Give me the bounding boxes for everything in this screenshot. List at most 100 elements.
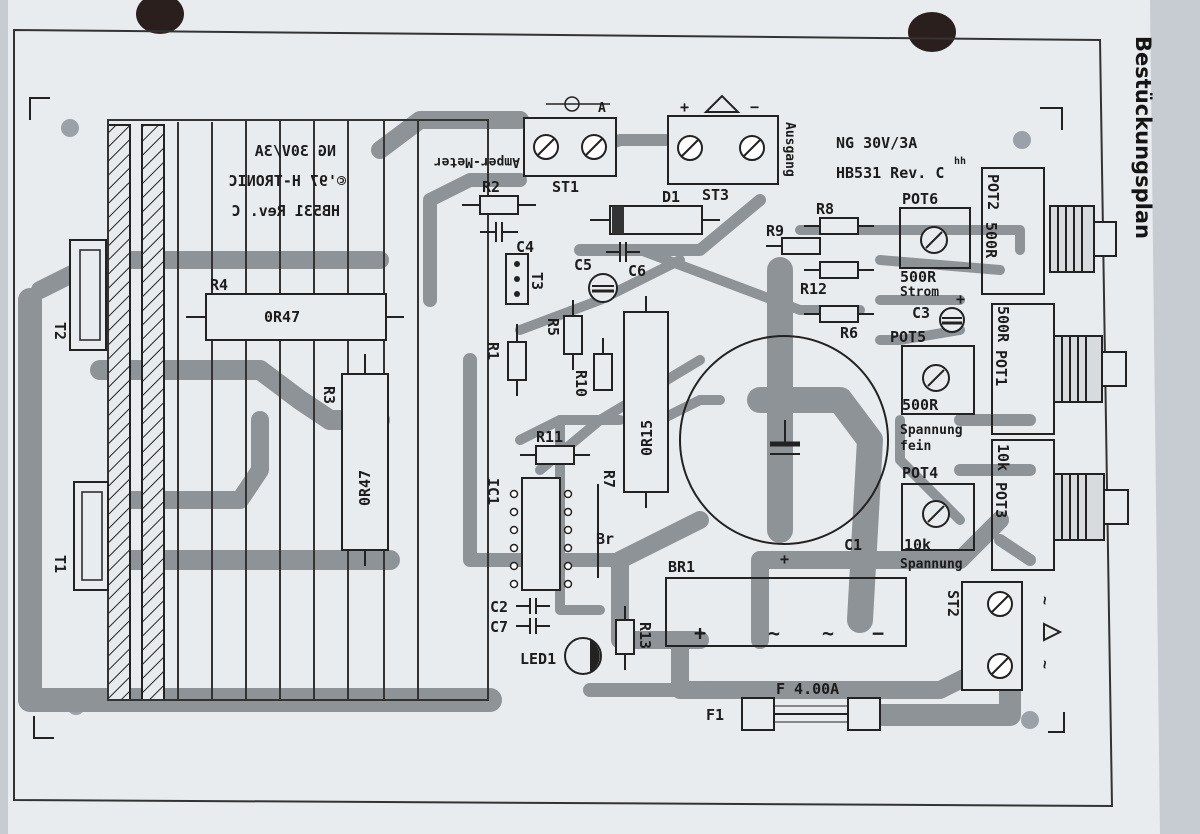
pot5-ref: POT5 xyxy=(890,328,926,346)
pot3-value: 10k xyxy=(994,444,1012,471)
resistor-r10: R10 xyxy=(572,338,613,397)
binder-hole-left xyxy=(136,0,184,34)
pot6-label: Strom xyxy=(900,285,939,300)
br-ref: Br xyxy=(596,530,614,548)
d1-ref: D1 xyxy=(662,188,680,206)
st3-plus: + xyxy=(680,98,689,116)
transistor-t1: T1 xyxy=(51,481,109,591)
capacitor-c5: C5 xyxy=(574,256,618,303)
capacitor-c4: C4 xyxy=(480,222,534,256)
c7-ref: C7 xyxy=(490,618,508,636)
st2-triangle-symbol xyxy=(1043,622,1063,642)
t1-label: T1 xyxy=(51,555,69,573)
mirrored-line-1: NG 30V/3A xyxy=(255,142,336,160)
f1-value: F 4.00A xyxy=(776,680,839,698)
r8-ref: R8 xyxy=(816,200,834,218)
st2-ref: ST2 xyxy=(944,590,962,617)
r4-ref: R4 xyxy=(210,276,228,294)
f1-ref: F1 xyxy=(706,706,724,724)
r13-ref: R13 xyxy=(636,622,654,649)
br1-ac-2: ~ xyxy=(822,621,834,645)
r4-value: 0R47 xyxy=(264,308,300,326)
trimpot-pot4: POT4 10k Spannung xyxy=(900,464,975,572)
st1-caption: Amper-Meter xyxy=(434,154,520,169)
board-name: NG 30V/3A xyxy=(836,134,917,152)
c2-ref: C2 xyxy=(490,598,508,616)
resistor-r2: R2 xyxy=(462,178,536,215)
st3-ref: ST3 xyxy=(702,186,729,204)
heatsink xyxy=(107,119,489,701)
panel-pot-pot3: 10k POT3 xyxy=(991,439,1129,571)
st3-minus: − xyxy=(750,98,759,116)
rectifier-br1: BR1 + ~ ~ − xyxy=(665,558,907,647)
resistor-r1: R1 xyxy=(484,324,527,396)
capacitor-c7: C7 xyxy=(490,618,550,636)
capacitor-c3: + C3 xyxy=(912,290,965,333)
led-led1: LED1 xyxy=(520,637,602,675)
r1-ref: R1 xyxy=(484,342,502,360)
mirrored-line-3: HB531 Rev. C xyxy=(232,202,340,220)
r12-ref: R12 xyxy=(800,280,827,298)
diode-d1: D1 xyxy=(590,188,720,235)
br1-ac-1: ~ xyxy=(768,621,780,645)
board-revision: HB531 Rev. C xyxy=(836,164,944,182)
mirrored-board-text: NG 30V/3A ©'97 H-TRONIC HB531 Rev. C xyxy=(229,142,346,220)
trimpot-pot6: POT6 500R Strom xyxy=(899,190,971,300)
r10-ref: R10 xyxy=(572,370,590,397)
mirrored-line-2: ©'97 H-TRONIC xyxy=(229,172,346,190)
r5-ref: R5 xyxy=(544,318,562,336)
binder-hole-right xyxy=(908,12,956,52)
st1-symbol: A xyxy=(598,101,606,116)
panel-pot-pot1: 500R POT1 xyxy=(991,303,1127,435)
resistor-r12: R12 xyxy=(800,261,874,298)
capacitor-c1: + C1 xyxy=(679,335,889,568)
led1-ref: LED1 xyxy=(520,650,556,668)
resistor-r13: R13 xyxy=(615,606,654,670)
pot3-ref: POT3 xyxy=(992,482,1010,518)
fuse-f1: F1 F 4.00A xyxy=(706,680,881,731)
st3-triangle-symbol xyxy=(703,94,741,113)
st3-caption: Ausgang xyxy=(782,122,797,177)
br1-ref: BR1 xyxy=(668,558,695,576)
r3-ref: R3 xyxy=(320,386,338,404)
br1-minus: − xyxy=(872,621,884,645)
transistor-t2: T2 xyxy=(51,239,107,351)
capacitor-c6: C6 xyxy=(606,242,646,280)
board-revision-note: hh xyxy=(954,156,966,167)
capacitor-c2: C2 xyxy=(490,598,550,616)
resistor-r3: R3 0R47 xyxy=(320,354,389,566)
t3-ref: T3 xyxy=(528,272,546,290)
r7-ref: R7 xyxy=(600,470,618,488)
pot4-ref: POT4 xyxy=(902,464,938,482)
c3-ref: C3 xyxy=(912,304,930,322)
pot6-value: 500R xyxy=(900,268,937,286)
terminal-st3: ST3 + − Ausgang xyxy=(667,94,797,204)
resistor-r5: R5 xyxy=(544,300,583,370)
panel-pot-pot2: POT2 500R xyxy=(981,167,1117,295)
r15-value: 0R15 xyxy=(638,420,656,456)
r9-ref: R9 xyxy=(766,222,784,240)
trimpot-pot5: POT5 500R Spannung fein xyxy=(890,328,975,454)
c5-ref: C5 xyxy=(574,256,592,274)
pot5-label: Spannung xyxy=(900,423,963,438)
st2-tilde-2: ~ xyxy=(1036,660,1054,669)
pot6-ref: POT6 xyxy=(902,190,938,208)
r3-value: 0R47 xyxy=(356,470,374,506)
st2-tilde-1: ~ xyxy=(1036,596,1054,605)
pot5-value: 500R xyxy=(902,396,939,414)
terminal-st1: ST1 Amper-Meter A xyxy=(434,96,617,196)
resistor-r8: R8 xyxy=(804,200,874,235)
pot2-ref: POT2 xyxy=(984,174,1002,210)
heatsink-outline xyxy=(107,119,489,701)
resistor-r15: 0R15 xyxy=(623,296,669,508)
resistor-r7: R7 xyxy=(597,470,618,578)
t2-label: T2 xyxy=(51,322,69,340)
transistor-t3: T3 xyxy=(505,253,546,305)
heatsink-fin-hatched-1 xyxy=(107,124,131,701)
r11-ref: R11 xyxy=(536,428,563,446)
r2-ref: R2 xyxy=(482,178,500,196)
heatsink-fin-hatched-2 xyxy=(141,124,165,701)
c1-plus: + xyxy=(780,550,789,568)
st1-ref: ST1 xyxy=(552,178,579,196)
